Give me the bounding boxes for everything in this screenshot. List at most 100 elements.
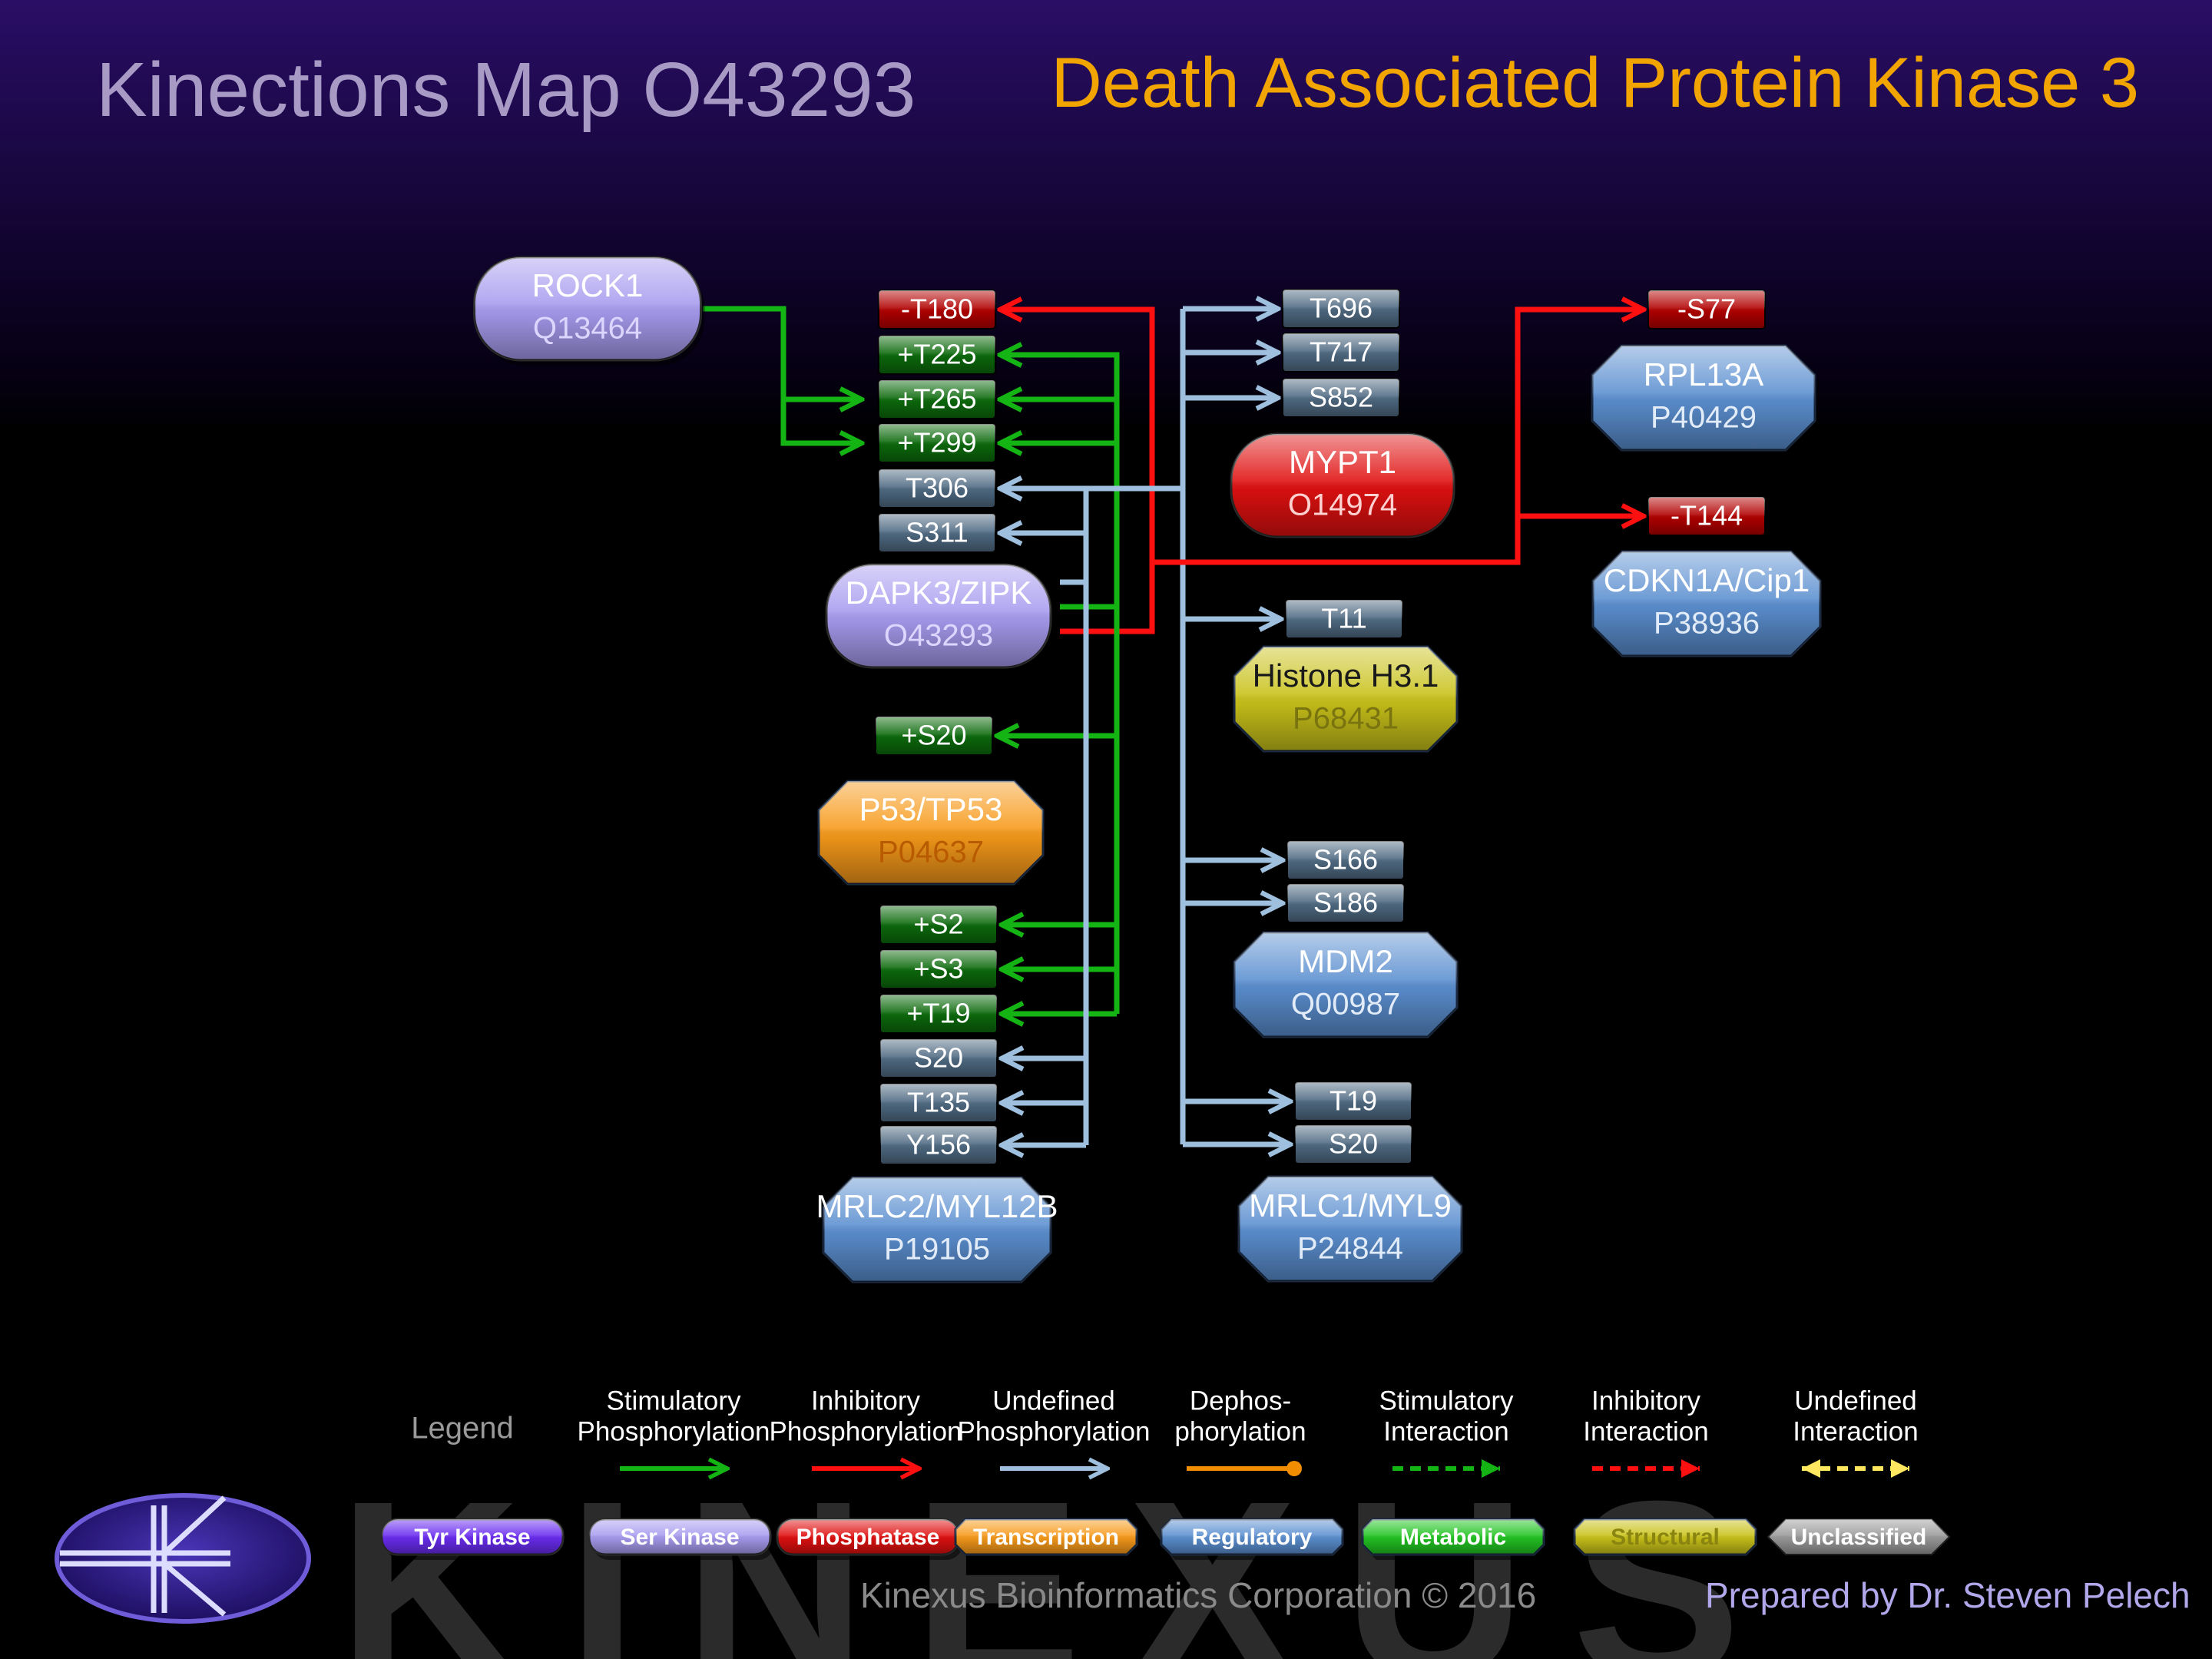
legend-category-shape-gloss bbox=[955, 1519, 1137, 1555]
legend-category-regulatory: Regulatory bbox=[1160, 1518, 1346, 1560]
phosphosite-gloss bbox=[1295, 1082, 1412, 1121]
phosphosite-my_t717[interactable]: T717 bbox=[1282, 333, 1400, 373]
legend-category-label: Phosphatase bbox=[796, 1525, 940, 1550]
phosphosite-label: T19 bbox=[1330, 1085, 1377, 1117]
phosphosite-gloss bbox=[1295, 1125, 1412, 1164]
phosphosite-m2_s3[interactable]: +S3 bbox=[879, 949, 998, 989]
phosphosite-my_t696[interactable]: T696 bbox=[1282, 289, 1400, 329]
phosphosite-gloss bbox=[879, 336, 995, 374]
phosphosite-label: T11 bbox=[1321, 603, 1366, 634]
legend-dephos-end bbox=[1286, 1461, 1302, 1476]
legend-category-structural: Structural bbox=[1573, 1518, 1760, 1560]
legend-arrow-label-line: Stimulatory bbox=[1379, 1386, 1514, 1416]
phosphosite-gloss bbox=[880, 1126, 997, 1164]
phosphosite-m2_t19[interactable]: +T19 bbox=[879, 994, 998, 1034]
phosphosite-md_s186[interactable]: S186 bbox=[1286, 883, 1405, 923]
phosphosite-m2_s20[interactable]: S20 bbox=[879, 1038, 998, 1078]
protein-name: DAPK3/ZIPK bbox=[846, 575, 1032, 611]
phosphosite-gloss bbox=[879, 424, 995, 462]
phosphosite-m1_s20[interactable]: S20 bbox=[1294, 1124, 1412, 1164]
protein-node-mrlc1-shape-gloss bbox=[1239, 1177, 1462, 1281]
phosphosite-h_t11[interactable]: T11 bbox=[1285, 599, 1403, 639]
protein-accession: P38936 bbox=[1654, 607, 1760, 641]
phosphosite-gloss bbox=[1283, 333, 1399, 372]
phosphosite-d_t180[interactable]: -T180 bbox=[878, 290, 996, 329]
legend-title: Legend bbox=[411, 1412, 513, 1445]
legend-arrow-label-line: Interaction bbox=[1583, 1416, 1708, 1446]
phosphosite-my_s852[interactable]: S852 bbox=[1282, 378, 1400, 418]
phosphosite-gloss bbox=[880, 1084, 997, 1122]
legend-arrow-label-line: Phosphorylation bbox=[958, 1416, 1151, 1446]
protein-name: MRLC1/MYL9 bbox=[1249, 1187, 1452, 1224]
phosphosite-m2_s2[interactable]: +S2 bbox=[879, 905, 998, 945]
legend-category-label: Unclassified bbox=[1791, 1525, 1927, 1550]
protein-accession: P19105 bbox=[884, 1233, 990, 1267]
phosphosite-label: S852 bbox=[1309, 382, 1373, 413]
phosphosite-d_t225[interactable]: +T225 bbox=[878, 335, 996, 375]
phosphosite-r_s77[interactable]: -S77 bbox=[1647, 290, 1766, 329]
phosphosite-gloss bbox=[879, 290, 995, 329]
phosphosite-d_t299[interactable]: +T299 bbox=[878, 423, 996, 463]
phosphosite-label: S166 bbox=[1313, 844, 1378, 876]
legend-category-phosphatase: Phosphatase bbox=[776, 1518, 962, 1560]
legend-category-shape-gloss bbox=[1575, 1519, 1756, 1555]
protein-name: P53/TP53 bbox=[859, 791, 1003, 827]
protein-name-title: Death Associated Protein Kinase 3 bbox=[1051, 44, 2139, 122]
legend-arrow-dephos: Dephos-phorylation bbox=[1174, 1386, 1306, 1476]
protein-name: ROCK1 bbox=[532, 267, 644, 303]
phosphosite-d_t306[interactable]: T306 bbox=[878, 469, 996, 508]
phosphosite-label: Y156 bbox=[906, 1129, 971, 1161]
legend-category-transcription: Transcription bbox=[954, 1518, 1141, 1560]
phosphosite-gloss bbox=[1648, 290, 1765, 329]
phosphosite-gloss bbox=[879, 380, 995, 419]
phosphosite-p_s20[interactable]: +S20 bbox=[875, 716, 993, 756]
phosphosite-m2_t135[interactable]: T135 bbox=[879, 1083, 998, 1123]
protein-node-dapk3-shape-gloss bbox=[826, 565, 1051, 667]
phosphosite-md_s166[interactable]: S166 bbox=[1286, 840, 1405, 880]
protein-name: MDM2 bbox=[1298, 943, 1393, 979]
protein-node-rock1-shape-gloss bbox=[474, 257, 701, 360]
legend-category-shape-gloss bbox=[1768, 1519, 1949, 1555]
legend-arrow-label-line: Phosphorylation bbox=[770, 1416, 962, 1446]
phosphosite-gloss bbox=[1287, 884, 1404, 922]
protein-node-h31-shape-gloss bbox=[1234, 647, 1457, 751]
edge-dapk3-t180 bbox=[1000, 310, 1155, 634]
protein-accession: P04637 bbox=[878, 836, 984, 869]
legend-arrow-label-line: Dephos- bbox=[1190, 1386, 1291, 1416]
legend-arrow-label-line: phorylation bbox=[1174, 1416, 1306, 1446]
protein-accession: P68431 bbox=[1293, 702, 1399, 736]
phosphosite-gloss bbox=[880, 906, 997, 944]
protein-name: Histone H3.1 bbox=[1253, 657, 1439, 694]
protein-accession: P40429 bbox=[1651, 401, 1757, 435]
phosphosite-label: S20 bbox=[914, 1042, 963, 1074]
phosphosite-label: +S3 bbox=[913, 953, 963, 985]
phosphosite-m2_y156[interactable]: Y156 bbox=[879, 1125, 998, 1165]
legend-arrow-label-line: Stimulatory bbox=[606, 1386, 741, 1416]
phosphosite-gloss bbox=[879, 514, 995, 552]
legend-category-label: Regulatory bbox=[1192, 1525, 1313, 1550]
phosphosite-d_t265[interactable]: +T265 bbox=[878, 379, 996, 419]
phosphosite-d_s311[interactable]: S311 bbox=[878, 513, 996, 553]
phosphosite-gloss bbox=[880, 995, 997, 1033]
edge-dapk3-right-trunk bbox=[1086, 485, 1186, 1144]
phosphosite-label: S186 bbox=[1313, 887, 1378, 919]
legend-category-metabolic: Metabolic bbox=[1361, 1518, 1548, 1560]
phosphosite-label: +T19 bbox=[906, 998, 970, 1029]
phosphosite-c_t144[interactable]: -T144 bbox=[1647, 496, 1766, 536]
phosphosite-m1_t19[interactable]: T19 bbox=[1294, 1081, 1412, 1121]
